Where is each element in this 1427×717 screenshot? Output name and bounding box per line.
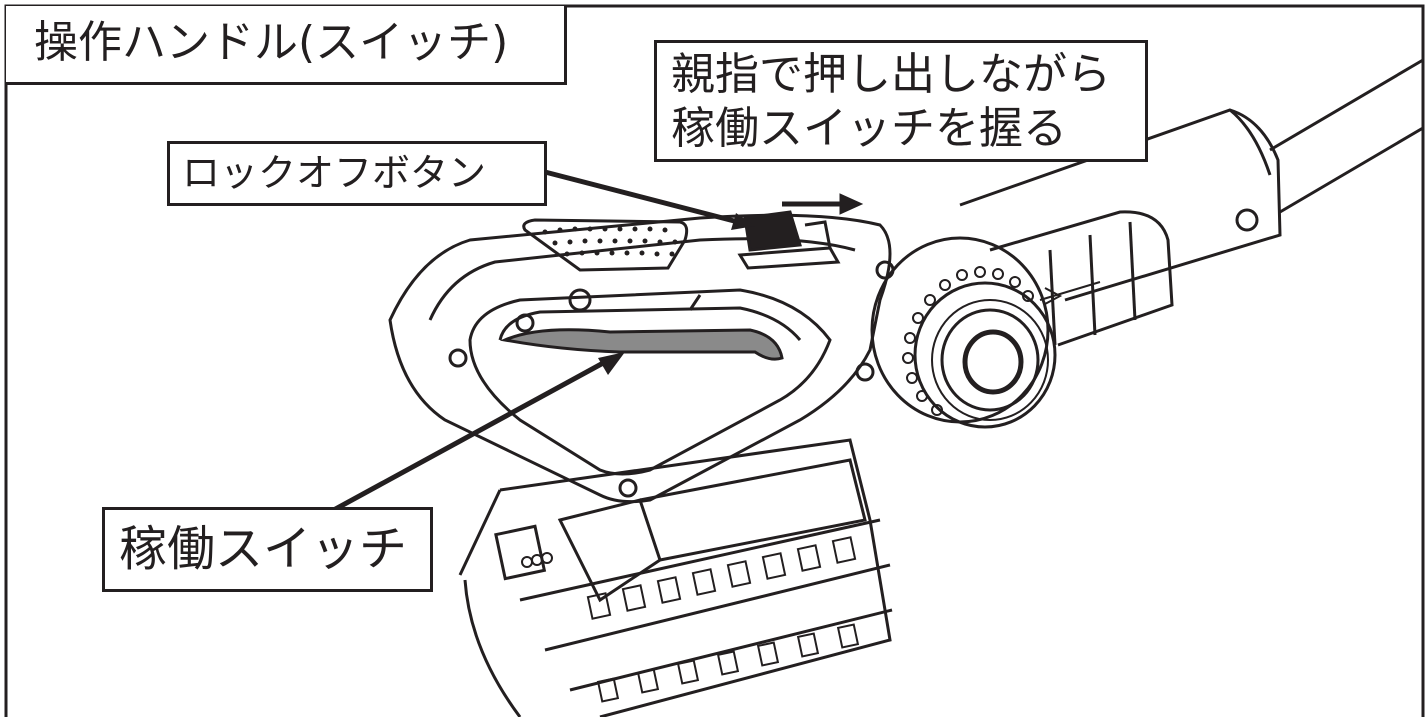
battery-indicator [521, 552, 553, 568]
leader-lines [328, 169, 755, 515]
lock-off-button-label: ロックオフボタン [167, 141, 547, 206]
shaft-collar [989, 210, 1174, 347]
shaft [959, 58, 1424, 302]
push-direction-arrow [782, 193, 864, 215]
grip-dots [542, 226, 678, 257]
outer-frame [4, 4, 1425, 717]
battery-ribs [586, 536, 860, 703]
hub-dots [902, 266, 1034, 416]
instruction-line-2: 稼働スイッチを握る [671, 103, 1067, 154]
grip-pad [522, 218, 689, 272]
battery-pack [458, 438, 893, 717]
lock-off-button-shape [737, 210, 841, 270]
handle-loop [388, 213, 895, 504]
operation-switch-shape [499, 328, 784, 361]
instruction-line-1: 親指で押し出しながら [671, 49, 1111, 100]
pivot-hub [870, 236, 1057, 429]
instruction-label: 親指で押し出しながら 稼働スイッチを握る [654, 40, 1148, 162]
operation-switch-label: 稼働スイッチ [102, 507, 433, 592]
title-label: 操作ハンドル(スイッチ) [6, 6, 567, 85]
